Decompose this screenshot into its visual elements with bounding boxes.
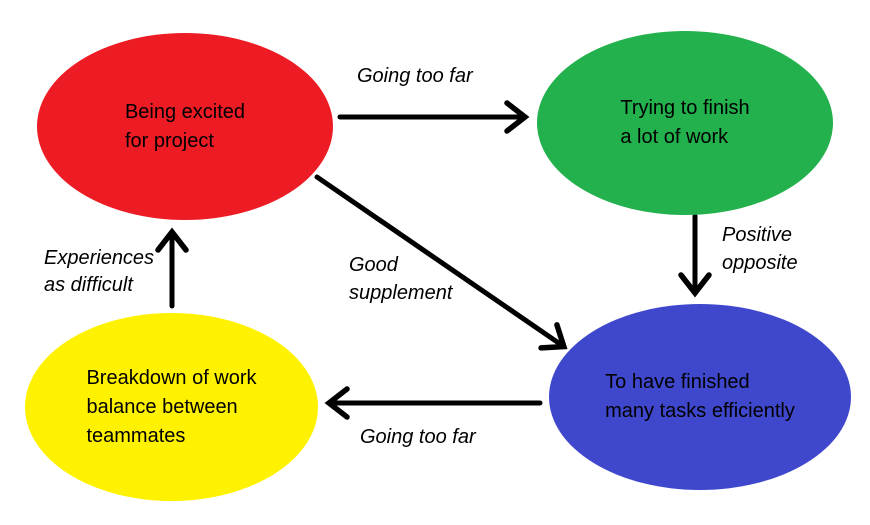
node-trying-to-finish: Trying to finish a lot of work — [537, 31, 833, 215]
edge-label-going-too-far-top: Going too far — [357, 65, 473, 87]
node-finished-tasks: To have finished many tasks efficiently — [549, 304, 851, 490]
edge-label-line: Positive — [722, 224, 793, 246]
edge-label-experiences-as-difficult: Experiences as difficult — [44, 245, 154, 299]
arrow-excited-to-finished — [314, 174, 568, 351]
node-breakdown-work-balance: Breakdown of work balance between teamma… — [25, 313, 318, 501]
edge-label-line: as difficult — [44, 274, 133, 296]
edge-label-positive-opposite: Positive opposite — [722, 221, 798, 277]
node-label-line: for project — [124, 129, 214, 152]
edge-label-good-supplement: Good supplement — [349, 251, 452, 307]
node-trying-to-finish-label: Trying to finish a lot of work — [620, 94, 749, 152]
node-label-line: many tasks efficiently — [605, 400, 795, 422]
edge-label-going-too-far-bottom: Going too far — [360, 426, 476, 448]
node-breakdown-work-balance-label: Breakdown of work balance between teamma… — [86, 364, 256, 451]
edge-label-line: Good — [349, 254, 398, 276]
node-being-excited: Being excited for project — [37, 33, 333, 220]
node-label-line: Trying to finish — [620, 97, 750, 119]
node-finished-tasks-label: To have finished many tasks efficiently — [605, 368, 795, 426]
node-label-line: teammates — [86, 424, 186, 447]
node-label-line: Breakdown of work — [86, 366, 257, 389]
node-being-excited-label: Being excited for project — [125, 98, 245, 156]
edge-label-line: Experiences — [44, 247, 155, 269]
edge-label-line: opposite — [722, 252, 798, 274]
node-label-line: Being excited — [124, 100, 246, 123]
node-label-line: a lot of work — [620, 126, 729, 148]
node-label-line: To have finished — [605, 371, 750, 393]
node-label-line: balance between — [86, 395, 238, 418]
edge-label-line: supplement — [349, 282, 453, 304]
